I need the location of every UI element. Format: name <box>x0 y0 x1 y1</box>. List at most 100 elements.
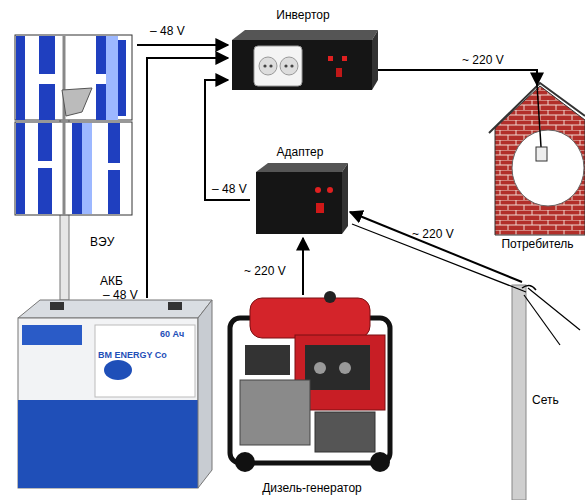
wind-turbine <box>82 123 92 214</box>
node-label: Потребитель <box>490 237 585 251</box>
house <box>536 147 547 161</box>
diesel-generator <box>324 291 336 303</box>
wind-turbine <box>15 35 132 120</box>
equipment-node: Сеть <box>490 282 585 500</box>
diesel-generator <box>315 412 375 452</box>
wind-turbine <box>62 88 92 116</box>
battery <box>95 325 195 397</box>
inverter-unit <box>342 56 347 61</box>
adapter-unit <box>327 187 333 193</box>
diesel-generator <box>240 380 310 445</box>
diesel-generator <box>314 362 326 374</box>
power-line <box>147 58 228 298</box>
voltage-label: ~ 220 V <box>462 53 504 67</box>
battery <box>22 325 82 345</box>
diesel-generator <box>250 298 370 338</box>
grid-pole <box>524 295 560 345</box>
diesel-generator <box>370 452 390 472</box>
diesel-generator <box>230 318 390 463</box>
voltage-label: – 48 V <box>212 182 247 196</box>
voltage-label: – 48 V <box>103 288 138 302</box>
power-line <box>302 238 304 295</box>
diesel-generator <box>339 362 351 374</box>
wind-turbine <box>38 123 52 161</box>
node-label: Сеть <box>532 393 580 407</box>
voltage-label: ~ 220 V <box>244 264 286 278</box>
inverter-unit <box>259 57 277 75</box>
node-label: АКБ <box>100 274 145 288</box>
house <box>489 83 585 235</box>
equipment-node: Дизель-генератор <box>222 295 402 500</box>
house <box>537 85 541 147</box>
wind-turbine <box>38 168 52 214</box>
adapter-unit <box>256 163 348 172</box>
inverter-unit <box>328 56 333 61</box>
inverter-unit <box>336 68 342 77</box>
inverter-unit <box>232 40 372 90</box>
product-label: 60 Ач <box>160 329 194 340</box>
inverter-unit <box>290 64 293 67</box>
node-label: Инвертор <box>228 8 378 22</box>
power-line <box>350 212 522 282</box>
inverter-unit <box>263 64 266 67</box>
battery <box>18 318 198 488</box>
inverter-unit <box>232 30 378 90</box>
equipment-node: ВЭУ <box>12 32 137 254</box>
wind-turbine <box>108 123 120 163</box>
inverter-unit <box>284 64 287 67</box>
diesel-generator <box>235 452 255 472</box>
wind-turbine <box>15 122 132 215</box>
battery <box>104 360 132 380</box>
adapter-unit <box>342 163 348 234</box>
diesel-generator <box>245 345 290 375</box>
inverter-unit <box>269 64 272 67</box>
wind-turbine <box>96 36 106 74</box>
grid-pole <box>528 288 580 330</box>
node-label: ВЭУ <box>90 235 135 249</box>
node-label: Адаптер <box>250 145 350 159</box>
wind-turbine <box>96 84 106 120</box>
wind-turbine <box>39 36 55 74</box>
grid-pole <box>352 224 526 292</box>
house <box>512 130 584 206</box>
wind-turbine <box>63 122 66 215</box>
voltage-label: ~ 220 V <box>412 227 454 241</box>
equipment-node: Потребитель <box>490 85 585 255</box>
inverter-unit <box>280 57 298 75</box>
battery <box>18 300 212 318</box>
equipment-node: Адаптер <box>250 143 350 238</box>
adapter-unit <box>316 203 324 213</box>
diesel-generator <box>230 291 390 472</box>
inverter-unit <box>232 30 378 40</box>
inverter-unit <box>254 46 302 86</box>
battery <box>18 300 212 488</box>
house <box>495 86 585 235</box>
wind-turbine <box>16 123 25 214</box>
voltage-label: – 48 V <box>150 24 185 38</box>
inverter-unit <box>372 30 378 90</box>
adapter-unit <box>256 172 342 234</box>
wind-turbine <box>108 170 120 214</box>
wind-turbine <box>118 40 126 116</box>
wind-turbine <box>16 36 25 120</box>
wind-turbine <box>39 84 55 120</box>
adapter-unit <box>315 187 321 193</box>
power-line <box>378 70 537 85</box>
product-label: BM ENERGY Co <box>98 350 193 361</box>
adapter-unit <box>256 163 348 234</box>
wind-turbine <box>106 36 118 120</box>
battery <box>50 302 64 310</box>
wind-turbine <box>15 35 132 300</box>
equipment-node: АКБ <box>12 298 217 493</box>
power-line <box>205 80 250 200</box>
battery <box>198 300 212 488</box>
diesel-generator <box>305 345 370 390</box>
equipment-node: Инвертор <box>228 8 378 92</box>
node-label: Дизель-генератор <box>222 481 402 495</box>
battery <box>18 400 198 488</box>
power-line <box>137 44 228 46</box>
wind-turbine <box>72 123 82 214</box>
